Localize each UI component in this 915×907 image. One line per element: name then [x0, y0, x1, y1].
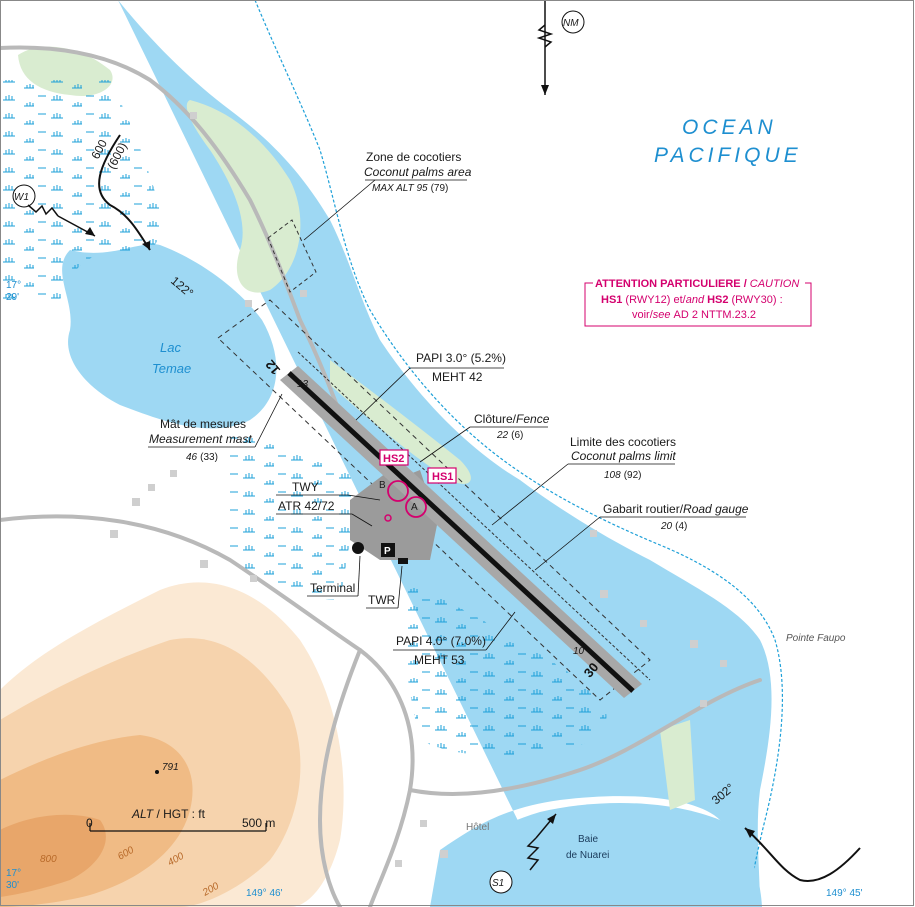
hotspot-hs1-label: HS1: [432, 471, 453, 483]
twr-building: [398, 558, 408, 564]
caution-box: ATTENTION PARTICULIERE /CAUTION HS1(RWY1…: [584, 276, 812, 327]
runway-12-elev: 13: [297, 379, 309, 390]
fence-label: Clôture/Fence: [474, 412, 550, 426]
parking-symbol: [381, 543, 395, 557]
lake-temae: [62, 244, 277, 429]
entry-w1: W1: [12, 184, 96, 237]
approach-arrow-302: [744, 827, 861, 882]
hotel-label: Hôtel: [466, 822, 489, 833]
papi30-line2: MEHT 53: [414, 653, 465, 667]
papi30-line1: PAPI 4.0° (7.0%): [396, 634, 486, 648]
vegetation-zone: [660, 720, 695, 810]
twy-label: TWY: [292, 480, 319, 494]
bay-water: [430, 802, 762, 907]
scale-bar: 0 500 m ALT / HGT : ft: [86, 807, 275, 832]
pointe-faupo-label: Pointe Faupo: [786, 633, 846, 644]
marsh-area: [400, 580, 607, 756]
bay-label-line1: Baie: [578, 834, 598, 845]
taxi-b-label: B: [379, 480, 386, 491]
coconut-palms-zone: [267, 219, 317, 293]
coconut-limit-en: Coconut palms limit: [571, 449, 676, 463]
mast-fr: Mât de mesures: [160, 417, 246, 431]
mast-marker: [384, 514, 392, 522]
road-gauge-label: Gabarit routier/Road gauge: [603, 502, 749, 516]
s1-label: S1: [492, 878, 504, 889]
mast-alt: 46(33): [186, 452, 218, 463]
coconut-limit-alt: 108(92): [604, 470, 641, 481]
taxi-a-label: A: [411, 502, 418, 513]
hotspot-hs1-circle: [405, 496, 427, 518]
runway: [287, 371, 635, 693]
runway-30-elev: 10: [573, 646, 585, 657]
scale-title: ALT / HGT : ft: [131, 807, 206, 821]
lat-top-min: 29': [6, 292, 19, 303]
twr-label: TWR: [368, 593, 396, 607]
caution-title: ATTENTION PARTICULIERE /CAUTION: [595, 278, 799, 290]
peak-label: 791: [162, 762, 179, 773]
terrain-peak: [0, 814, 106, 897]
w1-label: W1: [14, 192, 29, 203]
marsh-area: [0, 80, 161, 300]
parking-label: P: [384, 546, 391, 557]
lake-label-line2: Temae: [152, 361, 191, 376]
lat-bottom-min: 30': [6, 880, 19, 891]
contour-800: 800: [40, 854, 57, 865]
coconut-zone-alt: MAX ALT 95(79): [372, 183, 448, 194]
marsh-area: [230, 430, 360, 600]
lon-left: 149° 46': [246, 888, 283, 899]
coconut-limit-fr: Limite des cocotiers: [570, 435, 676, 449]
atr-label: ATR 42/72: [278, 499, 335, 513]
bay-label-line2: de Nuarei: [566, 850, 609, 861]
coconut-zone-en: Coconut palms area: [364, 165, 472, 179]
hotspot-hs2-label: HS2: [383, 453, 404, 465]
north-marker: NM: [536, 0, 585, 95]
hotspot-hs2-circle: [387, 480, 409, 502]
ocean-label-line1: OCEAN: [682, 116, 777, 139]
peak-marker: [155, 770, 159, 774]
lat-top-deg: 17°: [6, 280, 21, 291]
mast-en: Measurement mast: [149, 432, 252, 446]
terminal-building: [352, 542, 364, 554]
terminal-label: Terminal: [310, 581, 355, 595]
scale-end: 500 m: [242, 816, 275, 830]
entry-s1: S1: [489, 813, 557, 894]
vegetation-zone: [330, 360, 471, 484]
scale-zero: 0: [86, 816, 93, 830]
parallel-fence: [297, 351, 651, 681]
ocean-label-line2: PACIFIQUE: [654, 144, 802, 167]
north-label: NM: [563, 18, 579, 29]
papi12-line2: MEHT 42: [432, 370, 483, 384]
lon-right: 149° 45': [826, 888, 863, 899]
buildings: [110, 112, 727, 867]
papi12-line1: PAPI 3.0° (5.2%): [416, 351, 506, 365]
runway-strip: [217, 299, 651, 701]
coconut-zone-fr: Zone de cocotiers: [366, 150, 461, 164]
road-gauge-alt: 20(4): [660, 521, 687, 532]
lat-bottom-deg: 17°: [6, 868, 21, 879]
lake-label-line1: Lac: [160, 340, 181, 355]
fence-alt: 22(6): [496, 430, 523, 441]
ocean-area: [118, 0, 915, 907]
